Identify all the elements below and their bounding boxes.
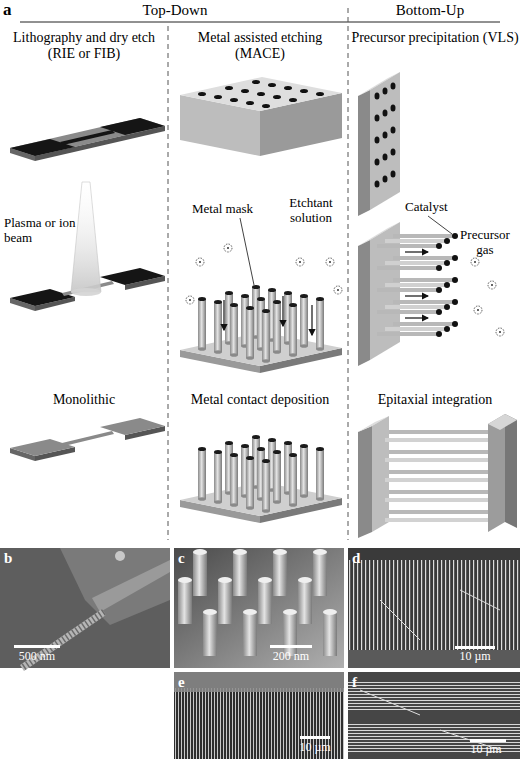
monolithic-device — [10, 418, 165, 461]
etched-pillars — [180, 244, 342, 373]
scale-bar-label: 10 µm — [453, 743, 519, 757]
column-divider — [168, 26, 169, 540]
panel-letter: a — [3, 0, 23, 20]
scale-bar-label: 200 nm — [256, 650, 326, 664]
column-divider — [348, 8, 349, 540]
callout-label: Metal mask — [192, 202, 272, 217]
sem-image — [348, 672, 520, 759]
panel-letter: e — [178, 674, 198, 691]
panel-letter: b — [4, 550, 24, 567]
bridged-wires — [358, 414, 517, 538]
section-heading: Top-Down — [115, 2, 235, 19]
contacted-pillars — [180, 435, 342, 523]
callout-label: Catalyst — [405, 200, 465, 215]
callout-label: Plasma or ion beam — [4, 216, 79, 246]
panel-letter: f — [352, 674, 372, 691]
method-title: Metal assisted etching (MACE) — [175, 30, 345, 62]
scale-bar-label: 500 nm — [2, 650, 72, 664]
header-rule — [20, 22, 500, 23]
sem-image — [348, 548, 520, 668]
scale-bar-label: 10 µm — [440, 650, 510, 664]
lithography-slab — [10, 118, 165, 161]
step-title: Monolithic — [1, 392, 167, 408]
method-title: Precursor precipitation (VLS) — [351, 30, 519, 46]
sem-image — [174, 548, 344, 668]
silicon-block — [180, 77, 342, 156]
leader-line — [428, 216, 452, 234]
panel-letter: d — [352, 550, 372, 567]
sem-image — [0, 548, 170, 668]
leader-line — [240, 218, 254, 285]
ion-beam — [71, 182, 101, 292]
beam-spot — [71, 288, 101, 296]
step-title: Metal contact deposition — [172, 392, 348, 408]
scale-bar-label: 10 µm — [285, 741, 345, 755]
step-title: Epitaxial integration — [351, 392, 519, 408]
panel-letter: c — [178, 550, 198, 567]
method-title: Lithography and dry etch (RIE or FIB) — [1, 30, 167, 62]
section-heading: Bottom-Up — [375, 2, 485, 19]
sem-image — [174, 672, 344, 759]
substrate-slab — [358, 72, 400, 216]
callout-label: Precursor gas — [452, 228, 518, 258]
callout-label: Etchtant solution — [276, 196, 346, 226]
